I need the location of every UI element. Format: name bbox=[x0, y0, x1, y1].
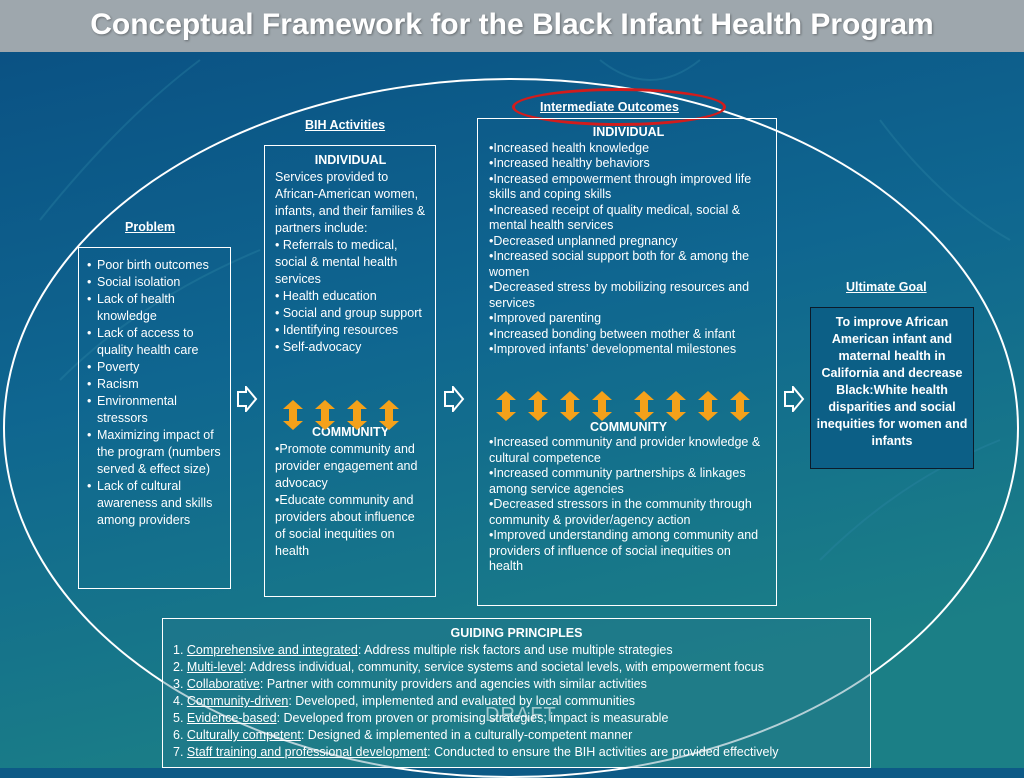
activities-community-title: COMMUNITY bbox=[311, 425, 390, 439]
guiding-principle: 2. Multi-level: Address individual, comm… bbox=[173, 659, 860, 676]
flow-arrow-icon bbox=[784, 386, 805, 412]
page-title: Conceptual Framework for the Black Infan… bbox=[90, 8, 934, 41]
activities-individual-list: • Referrals to medical, social & mental … bbox=[275, 237, 426, 356]
flow-arrow-icon bbox=[444, 386, 465, 412]
outcomes-individual-title: INDIVIDUAL bbox=[592, 125, 665, 139]
problem-box: Poor birth outcomesSocial isolationLack … bbox=[78, 247, 231, 589]
principle-number: 1. bbox=[173, 643, 187, 657]
outcome-individual-item: •Improved parenting bbox=[489, 311, 602, 325]
principle-term: Culturally competent bbox=[186, 728, 301, 742]
outcome-individual-item: •Decreased unplanned pregnancy bbox=[489, 233, 678, 248]
problem-list: Poor birth outcomesSocial isolationLack … bbox=[87, 257, 222, 529]
flow-arrow-icon bbox=[237, 386, 258, 412]
draft-watermark: DRAFT bbox=[485, 704, 557, 726]
problem-item: Environmental stressors bbox=[87, 393, 222, 427]
activities-community-list: •Promote community and provider engageme… bbox=[275, 441, 426, 560]
guiding-principle: 4. Community-driven: Developed, implemen… bbox=[173, 693, 860, 710]
activities-individual-title: INDIVIDUAL bbox=[314, 153, 387, 167]
goal-box: To improve African American infant and m… bbox=[810, 307, 974, 469]
principle-term: Comprehensive and integrated bbox=[186, 643, 358, 657]
principle-number: 4. bbox=[173, 694, 187, 708]
principle-number: 2. bbox=[173, 660, 187, 674]
activity-individual-item: • Social and group support bbox=[275, 306, 422, 320]
principle-number: 6. bbox=[173, 728, 187, 742]
activity-individual-item: • Referrals to medical, social & mental … bbox=[275, 238, 398, 286]
activity-community-item: •Educate community and providers about i… bbox=[275, 493, 415, 558]
outcome-individual-item: •Decreased stress by mobilizing resource… bbox=[489, 280, 750, 310]
problem-item: Social isolation bbox=[87, 274, 222, 291]
activities-box: INDIVIDUAL Services provided to African-… bbox=[264, 145, 436, 597]
guiding-principles-title: GUIDING PRINCIPLES bbox=[450, 626, 583, 640]
guiding-principle: 6. Culturally competent: Designed & impl… bbox=[173, 727, 860, 744]
outcome-individual-item: •Increased bonding between mother & infa… bbox=[489, 326, 736, 341]
principle-term: Multi-level bbox=[186, 660, 244, 674]
principle-description: : Address individual, community, service… bbox=[243, 660, 764, 674]
activity-individual-item: • Self-advocacy bbox=[275, 340, 362, 354]
outcome-individual-item: •Increased receipt of quality medical, s… bbox=[489, 202, 741, 233]
problem-item: Racism bbox=[87, 376, 222, 393]
activities-individual-intro: Services provided to African-American wo… bbox=[275, 170, 426, 235]
outcomes-community-title: COMMUNITY bbox=[589, 419, 668, 434]
principle-number: 5. bbox=[173, 711, 187, 725]
principle-description: : Developed from proven or promising str… bbox=[276, 711, 669, 725]
problem-item: Poverty bbox=[87, 359, 222, 376]
outcome-community-item: •Decreased stressors in the community th… bbox=[489, 497, 752, 527]
title-bar bbox=[0, 0, 1024, 52]
guiding-principle: 3. Collaborative: Partner with community… bbox=[173, 676, 860, 693]
problem-item: Lack of health knowledge bbox=[87, 291, 222, 325]
outcome-community-item: •Increased community partnerships & link… bbox=[489, 466, 746, 496]
principle-description: : Designed & implemented in a culturally… bbox=[300, 728, 633, 742]
guiding-principle: 1. Comprehensive and integrated: Address… bbox=[173, 642, 860, 659]
principle-description: : Address multiple risk factors and use … bbox=[357, 643, 673, 657]
principle-description: : Conducted to ensure the BIH activities… bbox=[427, 745, 779, 759]
activities-header: BIH Activities bbox=[305, 118, 386, 132]
problem-header: Problem bbox=[125, 220, 176, 234]
principle-term: Collaborative bbox=[186, 677, 260, 691]
activity-individual-item: • Identifying resources bbox=[275, 323, 399, 337]
guiding-principles-box: GUIDING PRINCIPLES 1. Comprehensive and … bbox=[162, 618, 871, 768]
principle-term: Evidence-based bbox=[186, 711, 277, 725]
outcomes-community-list: •Increased community and provider knowle… bbox=[489, 435, 768, 575]
outcomes-box: INDIVIDUAL •Increased health knowledge•I… bbox=[477, 118, 777, 606]
guiding-principle: 7. Staff training and professional devel… bbox=[173, 744, 860, 761]
principle-description: : Developed, implemented and evaluated b… bbox=[288, 694, 636, 708]
principle-description: : Partner with community providers and a… bbox=[259, 677, 647, 691]
activity-community-item: •Promote community and provider engageme… bbox=[275, 442, 418, 490]
goal-text: To improve African American infant and m… bbox=[816, 315, 968, 448]
outcome-individual-item: •Improved infants’ developmental milesto… bbox=[489, 342, 737, 356]
outcome-individual-item: •Increased healthy behaviors bbox=[489, 156, 650, 170]
problem-item: Lack of access to quality health care bbox=[87, 325, 222, 359]
principle-term: Community-driven bbox=[186, 694, 289, 708]
outcome-community-item: •Increased community and provider knowle… bbox=[489, 435, 761, 465]
outcome-individual-item: •Increased social support both for & amo… bbox=[489, 249, 750, 279]
bidirectional-arrows-icon bbox=[283, 400, 399, 430]
activity-individual-item: • Health education bbox=[275, 289, 377, 303]
outcome-individual-item: •Increased health knowledge bbox=[489, 140, 650, 155]
problem-item: Poor birth outcomes bbox=[87, 257, 222, 274]
goal-header: Ultimate Goal bbox=[846, 280, 927, 294]
principle-number: 3. bbox=[173, 677, 187, 691]
bidirectional-arrows-icon bbox=[496, 391, 750, 421]
guiding-principles-list: 1. Comprehensive and integrated: Address… bbox=[173, 642, 860, 761]
problem-item: Maximizing impact of the program (number… bbox=[87, 427, 222, 478]
problem-item: Lack of cultural awareness and skills am… bbox=[87, 478, 222, 529]
principle-term: Staff training and professional developm… bbox=[186, 745, 428, 759]
outcome-individual-item: •Increased empowerment through improved … bbox=[489, 171, 752, 202]
highlight-oval bbox=[512, 88, 726, 126]
guiding-principle: 5. Evidence-based: Developed from proven… bbox=[173, 710, 860, 727]
outcomes-individual-list: •Increased health knowledge•Increased he… bbox=[489, 141, 768, 358]
principle-number: 7. bbox=[173, 745, 187, 759]
outcome-community-item: •Improved understanding among community … bbox=[489, 528, 759, 573]
